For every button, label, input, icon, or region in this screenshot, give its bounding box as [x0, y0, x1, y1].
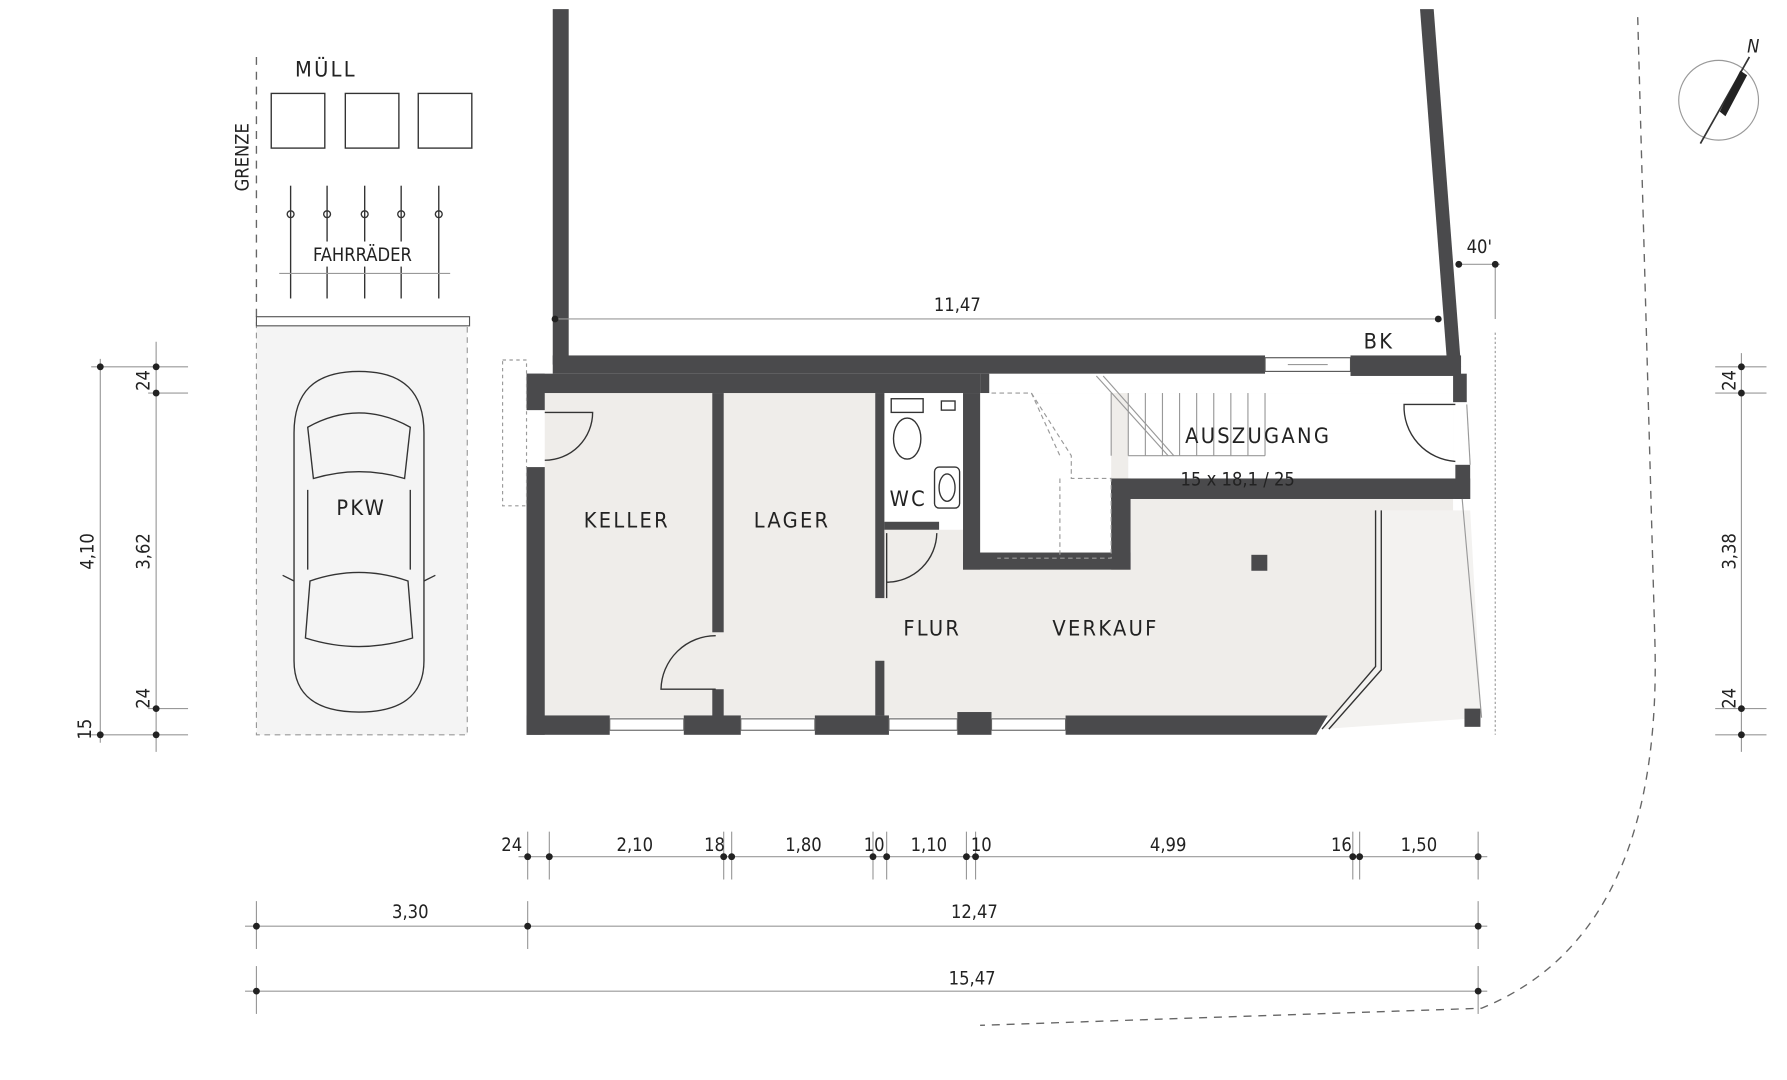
dimension-dot — [1474, 853, 1482, 861]
dimension-dot — [524, 922, 532, 930]
svg-text:10: 10 — [971, 835, 992, 856]
carport — [255, 321, 468, 736]
svg-text:10: 10 — [864, 835, 885, 856]
carport-beam — [255, 316, 471, 327]
dim-row-2-right: 12,47 — [951, 902, 998, 923]
dimension-dot — [728, 853, 736, 861]
dimension-dot — [963, 853, 970, 861]
dimension-dot — [545, 853, 553, 861]
dimension-dot — [524, 853, 532, 861]
dim-left-2: 24 — [133, 688, 154, 709]
dimension-dot — [253, 922, 260, 930]
svg-text:24: 24 — [501, 835, 522, 856]
room-label-wc: WC — [890, 487, 927, 512]
dim-left-1: 3,62 — [133, 533, 154, 569]
label-grenze: GRENZE — [232, 123, 253, 191]
dim-row-3: 15,47 — [949, 968, 996, 989]
dim-left-total: 4,10 — [77, 533, 98, 569]
room-label-flur: FLUR — [903, 617, 961, 642]
svg-text:2,10: 2,10 — [617, 835, 653, 856]
room-label-keller: KELLER — [584, 508, 670, 533]
dim-right-0: 24 — [1720, 370, 1741, 391]
dimension-dot — [1474, 987, 1482, 995]
svg-text:1,80: 1,80 — [785, 835, 821, 856]
label-pkw: PKW — [336, 496, 386, 521]
dimension-dot — [720, 853, 728, 861]
dimension-dot — [1356, 853, 1364, 861]
room-label-verkauf: VERKAUF — [1052, 617, 1158, 642]
room-label-bk: BK — [1364, 330, 1395, 355]
svg-text:1,50: 1,50 — [1401, 835, 1437, 856]
stair-spec: 15 x 18,1 / 25 — [1181, 469, 1295, 490]
dim-right-2: 24 — [1720, 688, 1741, 709]
room-label-lager: LAGER — [754, 508, 831, 533]
dim-left-0: 24 — [133, 370, 154, 391]
dim-row-1-labels: 24 2,10 18 1,80 10 1,10 10 4,99 16 1,50 — [501, 835, 1437, 856]
dimension-dot — [1349, 853, 1357, 861]
svg-text:4,99: 4,99 — [1150, 835, 1186, 856]
waste-bins — [270, 92, 473, 149]
room-label-auszugang: AUSZUGANG — [1185, 424, 1331, 449]
svg-text:1,10: 1,10 — [911, 835, 947, 856]
dim-left-3: 15 — [75, 719, 96, 740]
dimension-ticks — [253, 831, 1482, 1014]
dimension-dot — [869, 853, 877, 861]
upper-building — [552, 9, 1462, 376]
label-muell: MÜLL — [295, 56, 357, 82]
north-arrow-icon — [1678, 56, 1760, 144]
svg-text:16: 16 — [1331, 835, 1352, 856]
walls — [526, 373, 1481, 735]
dim-wall-offset: 40' — [1467, 237, 1492, 258]
label-fahrraeder: FAHRRÄDER — [313, 245, 412, 266]
doors — [502, 359, 1456, 690]
car-icon — [282, 370, 436, 713]
dimension-dot — [972, 853, 979, 861]
windows — [609, 404, 1483, 731]
dim-top-width: 11,47 — [934, 295, 981, 316]
label-north: N — [1747, 36, 1759, 57]
dimension-dot — [1474, 922, 1482, 930]
dimension-dot — [883, 853, 891, 861]
dim-right-1: 3,38 — [1720, 533, 1741, 569]
svg-text:18: 18 — [704, 835, 725, 856]
dim-row-2-left: 3,30 — [392, 902, 428, 923]
dimension-dot — [253, 987, 260, 995]
dimension-lines — [91, 260, 1767, 992]
wc-fixtures — [890, 398, 961, 509]
staircase — [991, 375, 1266, 559]
